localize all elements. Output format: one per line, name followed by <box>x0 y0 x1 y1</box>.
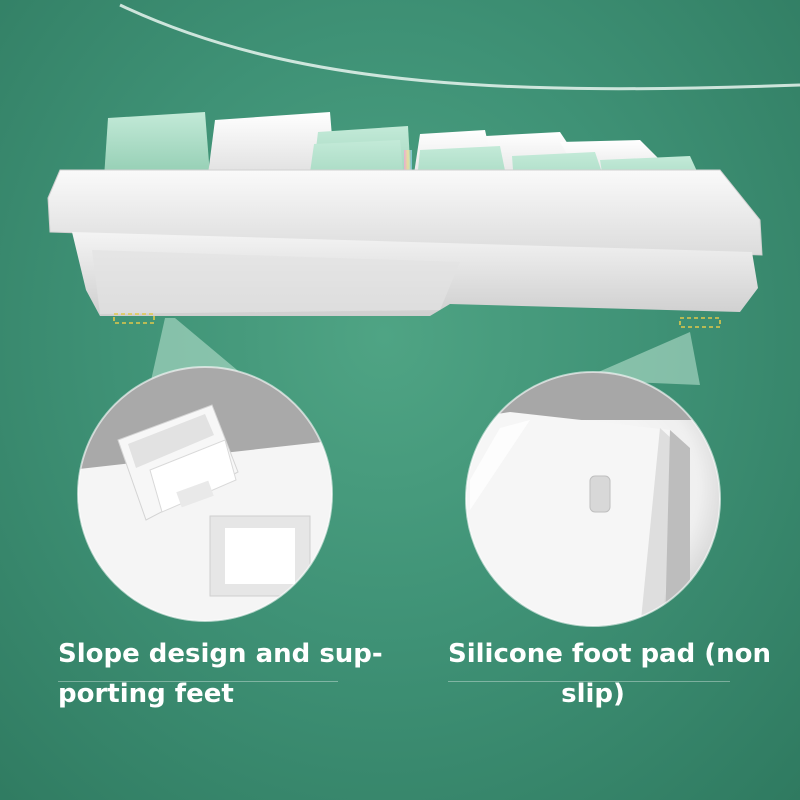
caption-right-line2: slip) <box>561 679 625 709</box>
detail-lens-left <box>77 366 333 622</box>
swoosh-line <box>119 3 800 91</box>
foot-highlight-left <box>113 313 155 324</box>
silicone-pad-icon <box>589 475 611 513</box>
keyboard-case <box>47 169 763 316</box>
caption-left-line1: Slope design and sup- <box>58 639 383 669</box>
caption-right-line1: Silicone foot pad (non <box>448 639 772 669</box>
caption-silicone-pad: Silicone foot pad (non slip) <box>448 634 772 714</box>
detail-lens-right <box>465 371 721 627</box>
caption-left-line2: porting feet <box>58 679 234 709</box>
foot-highlight-right <box>679 317 721 328</box>
caption-divider-left <box>58 681 338 682</box>
caption-divider-right <box>448 681 730 682</box>
caption-slope-design: Slope design and sup- porting feet <box>58 634 383 714</box>
callout-beam-right <box>580 332 700 385</box>
